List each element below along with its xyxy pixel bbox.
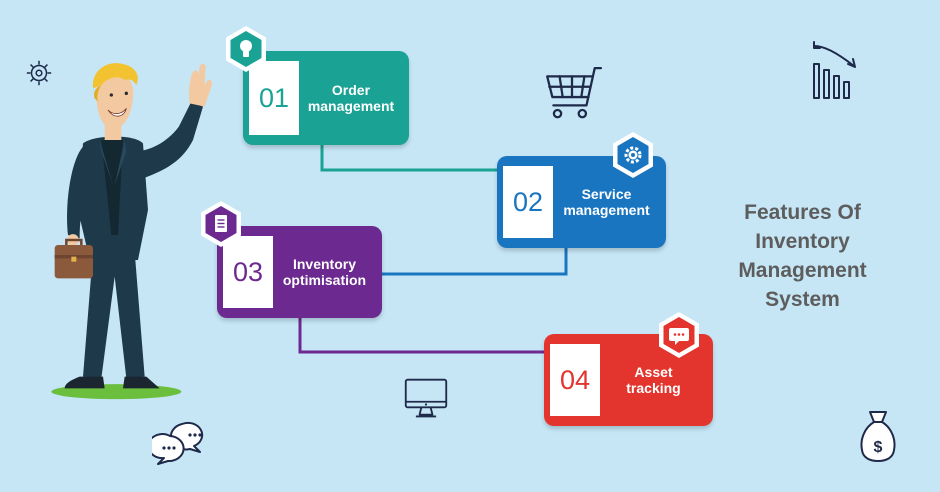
feature-card-03: 03 Inventory optimisation [217,226,382,318]
feature-label-line2: optimisation [282,272,367,288]
feature-label-line1: Inventory [292,256,356,272]
feature-label-line2: management [563,202,650,218]
title-line3: Management [738,259,867,282]
feature-label: Inventory optimisation [273,226,376,318]
connector-02-03 [382,246,568,276]
title-line4: System [765,288,840,311]
lightbulb-icon [226,26,266,72]
feature-label-line2: tracking [626,380,681,396]
infographic-title: Features Of Inventory Management System [700,198,905,314]
connector-01-02 [320,145,500,172]
feature-number-box: 04 [550,344,600,416]
shopping-cart-icon [546,66,603,119]
chat-bubbles-icon [152,421,204,465]
money-bag-icon: $ [860,411,896,462]
feature-label: Asset tracking [600,334,707,426]
gear-outline-icon [26,60,52,86]
feature-number: 04 [559,364,591,395]
feature-label: Order management [299,51,403,145]
computer-monitor-icon [404,378,448,418]
feature-number: 03 [232,256,264,287]
feature-number-box: 02 [503,166,553,238]
declining-chart-icon [813,41,856,99]
feature-card-02: 02 Service management [497,156,666,248]
svg-text:$: $ [874,439,883,456]
feature-number: 02 [512,186,544,217]
feature-label-line2: management [307,98,395,114]
title-line2: Inventory [755,230,850,253]
feature-label-line1: Order [331,82,371,98]
gear-icon [613,132,653,178]
chat-bubble-icon [659,312,699,358]
feature-number-box: 01 [249,61,299,135]
feature-label: Service management [553,156,660,248]
feature-label-line1: Asset [634,364,673,380]
title-line1: Features Of [744,201,861,224]
document-icon [201,201,241,247]
businessman-illustration [51,63,212,400]
feature-number: 01 [258,82,290,113]
connector-03-04 [298,318,546,354]
feature-label-line1: Service [581,186,632,202]
feature-card-01: 01 Order management [243,51,409,145]
feature-number-box: 03 [223,236,273,308]
